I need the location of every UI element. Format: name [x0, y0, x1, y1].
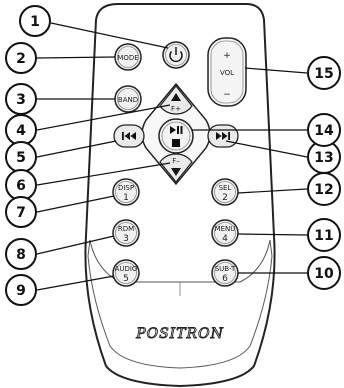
callout-14-text: 14: [314, 123, 334, 139]
volume-down-label: −: [223, 90, 231, 100]
volume-label: VOL: [220, 69, 234, 77]
disp-label: DISP: [118, 184, 134, 192]
callout-2: 2: [6, 43, 36, 73]
subt-number: 6: [222, 274, 228, 284]
menu-number: 4: [222, 234, 228, 244]
menu-label: MENU: [215, 225, 236, 233]
audio-button[interactable]: AUDIO 5: [113, 260, 139, 286]
band-label: BAND: [118, 96, 138, 104]
volume-up-label: +: [223, 51, 231, 61]
callout-4: 4: [6, 115, 36, 145]
band-button[interactable]: BAND: [115, 86, 141, 112]
disp-button[interactable]: DISP 1: [113, 179, 139, 205]
mode-button[interactable]: MODE: [115, 44, 141, 70]
callout-6: 6: [6, 170, 36, 200]
previous-button[interactable]: [114, 125, 144, 147]
callout-1-text: 1: [30, 14, 40, 30]
callout-1: 1: [20, 6, 50, 36]
callout-5-text: 5: [16, 150, 26, 166]
callout-11: 11: [308, 219, 340, 251]
callout-14: 14: [308, 114, 340, 146]
callout-2-text: 2: [16, 51, 26, 67]
callout-13-text: 13: [314, 150, 333, 166]
callout-7: 7: [6, 197, 36, 227]
mode-label: MODE: [117, 54, 138, 62]
power-button[interactable]: [163, 42, 189, 68]
callout-15-text: 15: [314, 66, 333, 82]
callout-9-text: 9: [16, 283, 26, 299]
callout-9: 9: [6, 275, 36, 305]
rdm-number: 3: [123, 234, 129, 244]
callout-12: 12: [308, 173, 340, 205]
callout-12-text: 12: [314, 182, 333, 198]
sel-label: SEL: [219, 184, 232, 192]
callout-10: 10: [308, 257, 340, 289]
callout-3-text: 3: [16, 92, 26, 108]
subt-label: SUB-T: [215, 265, 236, 273]
callout-8: 8: [6, 239, 36, 269]
callout-6-text: 6: [16, 178, 26, 194]
rdm-button[interactable]: RDM 3: [113, 220, 139, 246]
play-pause-button[interactable]: [159, 119, 193, 153]
subt-button[interactable]: SUB-T 6: [212, 260, 238, 286]
callout-11-text: 11: [314, 228, 333, 244]
callout-10-text: 10: [314, 266, 334, 282]
audio-label: AUDIO: [115, 265, 138, 273]
down-label: F–: [172, 157, 180, 165]
rdm-label: RDM: [118, 225, 134, 233]
audio-number: 5: [123, 274, 129, 284]
menu-button[interactable]: MENU 4: [212, 220, 238, 246]
sel-button[interactable]: SEL 2: [212, 179, 238, 205]
callout-3: 3: [6, 84, 36, 114]
callout-8-text: 8: [16, 247, 26, 263]
callout-7-text: 7: [16, 205, 26, 221]
volume-rocker[interactable]: + VOL −: [208, 38, 246, 106]
sel-number: 2: [222, 193, 228, 203]
up-label: F+: [171, 105, 181, 113]
next-button[interactable]: [208, 125, 238, 147]
callout-5: 5: [6, 142, 36, 172]
callout-15: 15: [308, 57, 340, 89]
disp-number: 1: [123, 193, 129, 203]
callout-4-text: 4: [16, 123, 26, 139]
brand-logo: POSITRON: [135, 326, 224, 342]
